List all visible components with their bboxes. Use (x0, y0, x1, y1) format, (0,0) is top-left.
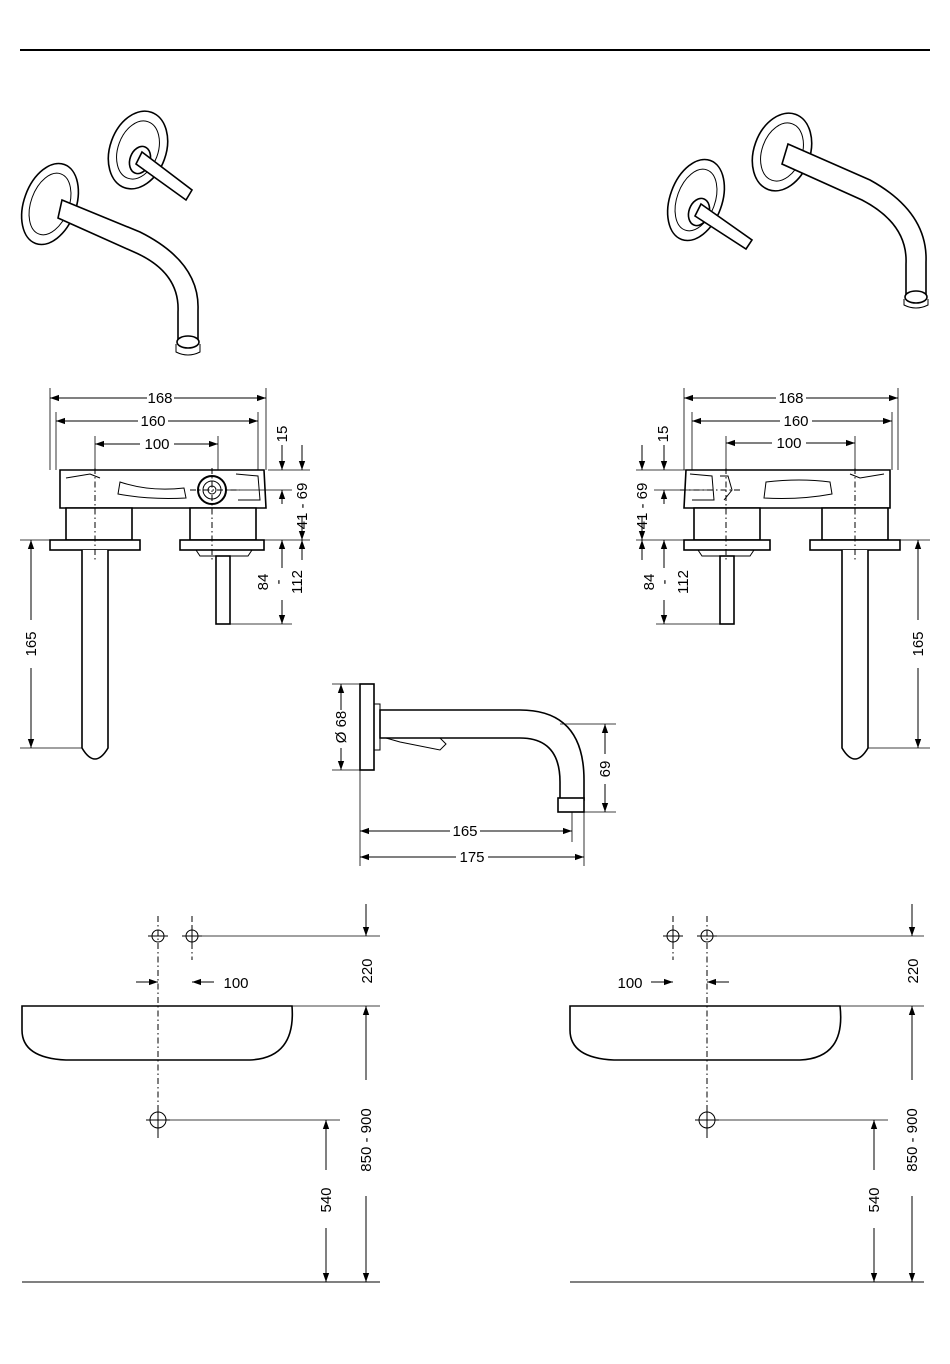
dim-165-reach: 165 (452, 823, 477, 840)
dim-112-right: 112 (675, 570, 692, 594)
dim-15-right: 15 (655, 426, 672, 443)
dim-69: 69 (597, 761, 614, 778)
dim-220: 220 (359, 958, 376, 983)
dim-175: 175 (459, 849, 484, 866)
installation-view-right: 220 100 850 - 900 540 (570, 904, 924, 1282)
front-view-left: 168 160 100 15 41 - 69 84 - 112 165 (20, 388, 311, 759)
dim-dash: - (270, 580, 287, 585)
isometric-view-left (11, 103, 200, 355)
dim-160-right: 160 (783, 413, 808, 430)
dim-100-install-right: 100 (617, 975, 642, 992)
dim-112: 112 (289, 570, 306, 594)
dim-160: 160 (140, 413, 165, 430)
isometric-view-right (657, 105, 928, 308)
dim-168: 168 (147, 390, 172, 407)
dim-dash-right: - (656, 580, 673, 585)
dim-100-install: 100 (223, 975, 248, 992)
dim-850-900: 850 - 900 (358, 1108, 375, 1171)
dim-15: 15 (274, 426, 291, 443)
dim-540: 540 (318, 1187, 335, 1212)
dim-165-vertical-right: 165 (910, 631, 927, 656)
dim-540-right: 540 (866, 1187, 883, 1212)
dim-100-right: 100 (776, 435, 801, 452)
dim-41-69-right: 41 - 69 (634, 483, 651, 530)
dim-168-right: 168 (778, 390, 803, 407)
dim-850-900-right: 850 - 900 (904, 1108, 921, 1171)
dim-41-69: 41 - 69 (294, 483, 311, 530)
dim-220-right: 220 (905, 958, 922, 983)
spout-side-view: Ø 68 69 165 175 (332, 684, 616, 866)
installation-view-left: 220 100 850 - 900 540 (22, 904, 380, 1282)
dim-100: 100 (144, 436, 169, 453)
dim-diameter-68: Ø 68 (333, 711, 350, 744)
dim-165-vertical: 165 (23, 631, 40, 656)
front-view-right: 168 160 100 15 41 - 69 84 - 112 165 (634, 388, 930, 759)
